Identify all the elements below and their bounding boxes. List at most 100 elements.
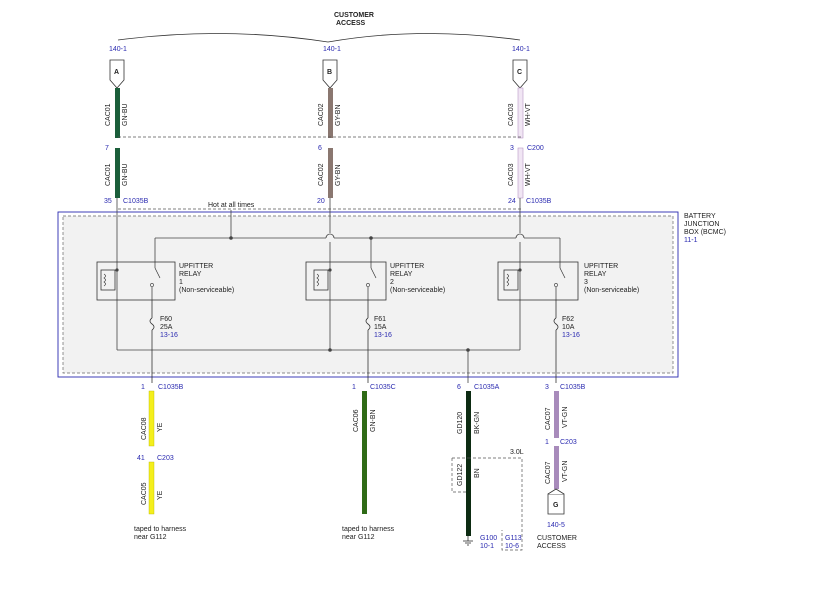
ground-g113-ref: 10-6 — [505, 543, 519, 550]
wire-c-pin: 3 — [510, 145, 514, 152]
wire-gd122-circuit: GD122 — [457, 464, 464, 486]
splice-dot-1 — [229, 236, 233, 240]
connector-g-ref: 140-5 — [547, 522, 565, 529]
fuse-f62-name: F62 — [562, 316, 574, 323]
fuse-f60-ref: 13-16 — [160, 332, 178, 339]
customer-access-brace — [117, 33, 521, 43]
relay-1-line3: 1 — [179, 279, 183, 286]
wire-a-pin: 7 — [105, 145, 109, 152]
connector-a-symbol — [109, 59, 125, 89]
relay-3-line2: RELAY — [584, 271, 607, 278]
wire-a-circuit: CAC01 — [105, 103, 112, 126]
wire2-note-1: taped to harness — [342, 526, 395, 533]
connector-c-ref: 140-1 — [512, 46, 530, 53]
wire-a-circuit-lower: CAC01 — [105, 163, 112, 186]
relay-2 — [305, 261, 387, 301]
connector-c-letter: C — [517, 69, 522, 76]
wire-cac08 — [148, 390, 155, 447]
wire-b-pin: 6 — [318, 145, 322, 152]
connector-a-letter: A — [114, 69, 119, 76]
wire-b-circuit-lower: CAC02 — [318, 163, 325, 186]
wire-c203-pin: 41 — [137, 455, 145, 462]
wire-cac02-lower — [328, 148, 333, 198]
ground-symbol-g100 — [463, 536, 473, 546]
wire-cac05 — [148, 461, 155, 515]
wire-cac07-conn: C203 — [560, 439, 577, 446]
relay-3 — [497, 261, 579, 301]
option-3-0l-dashed — [451, 457, 523, 551]
bottom-pin-1: 1 — [141, 384, 145, 391]
wire-cac03-lower — [517, 147, 524, 199]
bottom-pin-3: 6 — [457, 384, 461, 391]
wire-gd120-color: BK-GN — [474, 412, 481, 434]
fuse-f60-rating: 25A — [160, 324, 173, 331]
relay-1-line1: UPFITTER — [179, 263, 213, 270]
bottom-conn-3: C1035A — [474, 384, 500, 391]
splice-dot-3 — [328, 348, 332, 352]
wire-cac01-lower — [115, 148, 120, 198]
wire-cac06-circuit: CAC06 — [353, 409, 360, 432]
wire-cac08-color: YE — [157, 422, 164, 432]
wire-cac07-color-lower: VT-GN — [562, 461, 569, 482]
wire-cac05-color: YE — [157, 490, 164, 500]
fuse-f62-ref: 13-16 — [562, 332, 580, 339]
c200-label: C200 — [527, 145, 544, 152]
connector-g-point — [547, 488, 565, 495]
ground-g100-name: G100 — [480, 535, 497, 542]
connector-b-ref: 140-1 — [323, 46, 341, 53]
wire-cac07-circuit-lower: CAC07 — [545, 461, 552, 484]
wire-c203-conn: C203 — [157, 455, 174, 462]
splice-dot-4 — [466, 348, 470, 352]
wire-a-color: GN-BU — [122, 103, 129, 126]
relay-2-line2: RELAY — [390, 271, 413, 278]
wire1-note-2: near G112 — [134, 534, 167, 541]
bottom-conn-2: C1035C — [370, 384, 396, 391]
connector-c-symbol — [512, 59, 528, 89]
junction-box-label-1: BATTERY — [684, 213, 716, 220]
wire-c-color-lower: WH-VT — [525, 162, 532, 186]
relay-1 — [96, 261, 176, 301]
bottom-pin-2: 1 — [352, 384, 356, 391]
fuse-f61-rating: 15A — [374, 324, 387, 331]
wire-c-circuit-lower: CAC03 — [508, 163, 515, 186]
wire-b-color-lower: GY-BN — [335, 164, 342, 186]
fuse-f62-rating: 10A — [562, 324, 575, 331]
relay-1-line2: RELAY — [179, 271, 202, 278]
wire-c-conn2: C1035B — [526, 198, 552, 205]
wire-b-circuit: CAC02 — [318, 103, 325, 126]
relay-2-line1: UPFITTER — [390, 263, 424, 270]
customer-access-bottom-2: ACCESS — [537, 543, 566, 550]
junction-box-label-2: JUNCTION — [684, 221, 719, 228]
wire-cac01-upper — [115, 88, 120, 138]
wire-c-circuit: CAC03 — [508, 103, 515, 126]
fuse-symbols — [149, 300, 559, 383]
header-line2: ACCESS — [336, 20, 366, 27]
fuse-f60-name: F60 — [160, 316, 172, 323]
wire-b-pin2: 20 — [317, 198, 325, 205]
junction-box-label-3: BOX (BCMC) — [684, 229, 726, 236]
wire-a-color-lower: GN-BU — [122, 163, 129, 186]
wire-c-pin2: 24 — [508, 198, 516, 205]
fuse-f61-name: F61 — [374, 316, 386, 323]
wire-cac07-circuit: CAC07 — [545, 407, 552, 430]
ground-g113-name: G113 — [505, 535, 522, 542]
wire-c-color: WH-VT — [525, 102, 532, 126]
internal-wiring — [116, 198, 561, 383]
wire-cac07-color: VT-GN — [562, 407, 569, 428]
bottom-pin-4: 3 — [545, 384, 549, 391]
bottom-conn-1: C1035B — [158, 384, 184, 391]
relay-3-line3: 3 — [584, 279, 588, 286]
fuse-f61-ref: 13-16 — [374, 332, 392, 339]
connector-g-letter: G — [553, 502, 559, 509]
option-3-0l-label: 3.0L — [510, 449, 524, 456]
bottom-conn-4: C1035B — [560, 384, 586, 391]
wire-cac02-upper — [328, 88, 333, 138]
wire-a-pin2: 35 — [104, 198, 112, 205]
wire-gd120-circuit: GD120 — [457, 412, 464, 434]
wire-gd120 — [466, 391, 471, 536]
connector-b-symbol — [322, 59, 338, 89]
wire2-note-2: near G112 — [342, 534, 375, 541]
relay-2-line3: 2 — [390, 279, 394, 286]
wire-gd122-color: BN — [474, 468, 481, 478]
